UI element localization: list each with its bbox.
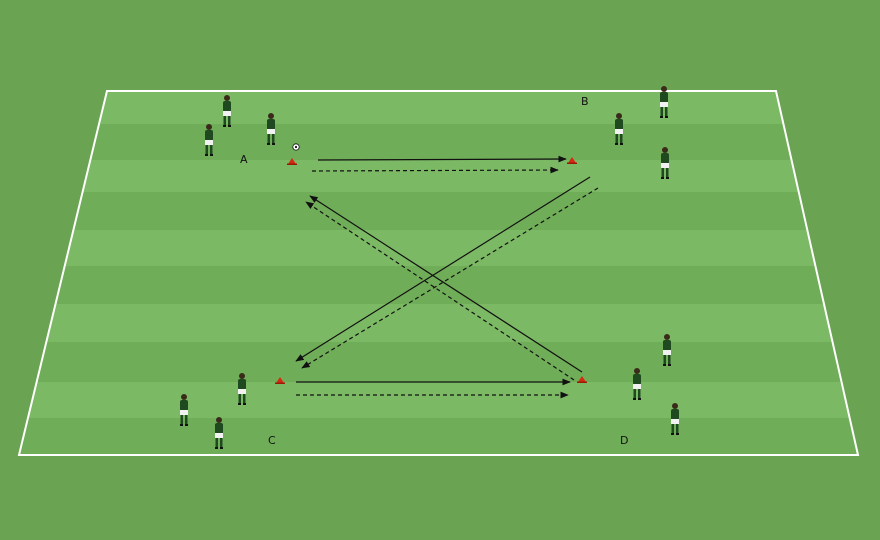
run-arrow — [301, 187, 599, 369]
run-arrow — [311, 166, 559, 174]
run-arrow — [305, 201, 575, 381]
pass-arrow — [317, 155, 567, 163]
label-d: D — [620, 434, 628, 447]
pass-arrow — [309, 195, 583, 373]
pitch-outline — [17, 90, 860, 456]
ball-icon — [292, 143, 300, 151]
pitch — [19, 91, 858, 455]
pass-arrow — [295, 176, 591, 362]
arrows — [295, 155, 599, 399]
label-c: C — [268, 434, 276, 447]
label-b: B — [581, 95, 589, 108]
label-a: A — [240, 153, 248, 166]
